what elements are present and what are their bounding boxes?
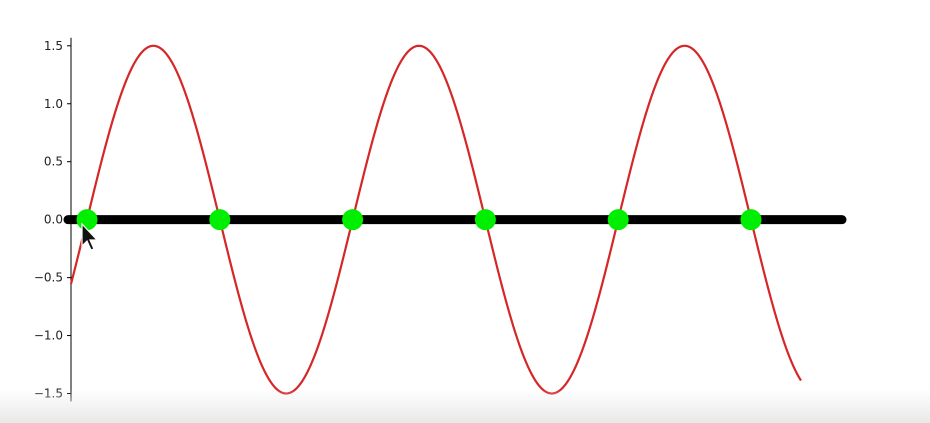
y-tick-label: −1.0 [34,329,63,343]
y-tick-label: 1.0 [44,97,63,111]
y-tick-label: 0.0 [44,213,63,227]
y-tick-labels: 1.5 1.0 0.5 0.0 −0.5 −1.0 −1.5 [34,39,63,401]
mouse-pointer-icon [81,222,99,251]
zero-crossing-point [209,209,231,231]
y-tick-label: −1.5 [34,387,63,401]
y-tick-label: −0.5 [34,271,63,285]
sine-curve [69,44,802,395]
sine-series [69,44,802,395]
zero-crossing-point [342,209,364,231]
zero-crossing-point [76,209,98,231]
zero-crossing-point [740,209,762,231]
y-tick-label: 0.5 [44,155,63,169]
zero-crossing-point [474,209,496,231]
y-tick-label: 1.5 [44,39,63,53]
zero-crossing-point [607,209,629,231]
